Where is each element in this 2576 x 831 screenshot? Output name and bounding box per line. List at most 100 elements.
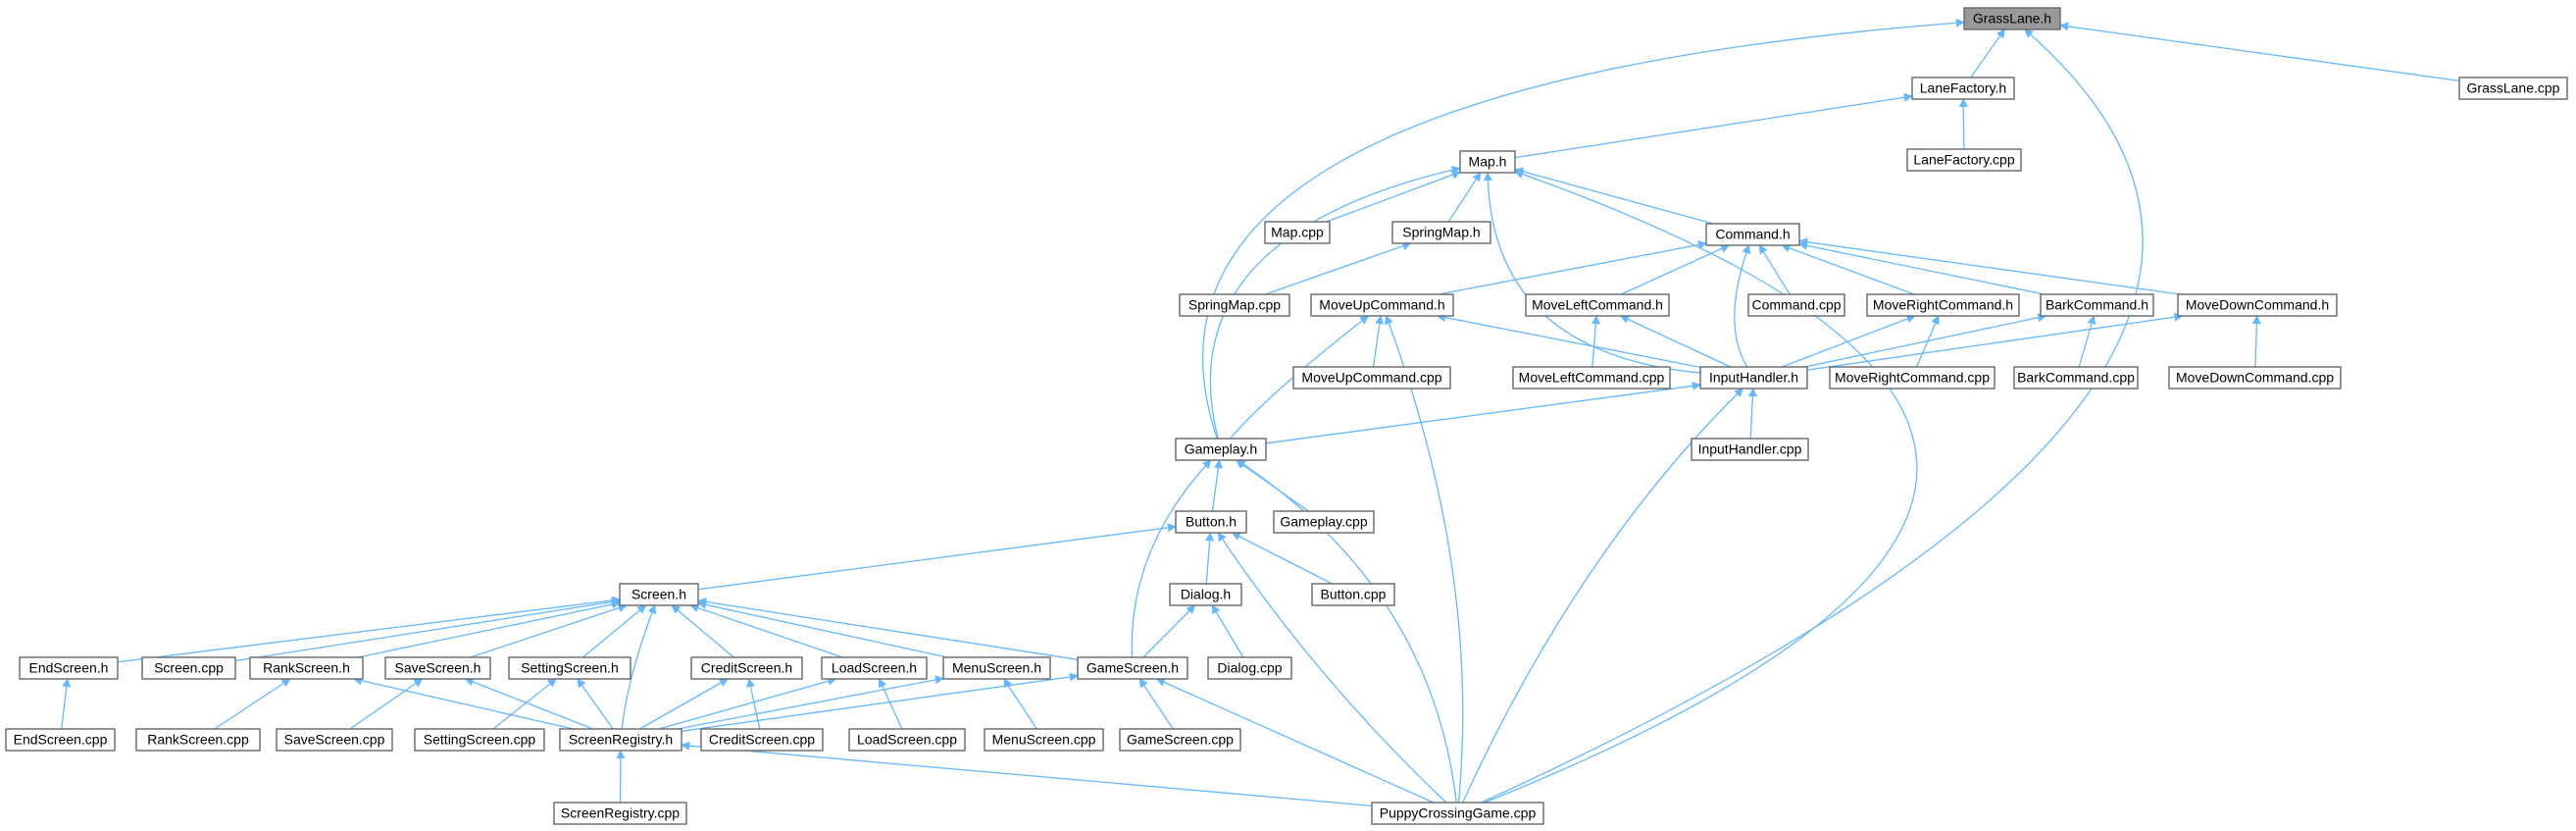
node-gamescreen-h[interactable]: GameScreen.h bbox=[1077, 656, 1188, 680]
node-map-cpp[interactable]: Map.cpp bbox=[1264, 221, 1331, 244]
node-movedowncommand-h[interactable]: MoveDownCommand.h bbox=[2177, 293, 2338, 317]
edge-savescreen_cpp-to-savescreen_h bbox=[349, 678, 424, 730]
node-inputhandler-cpp[interactable]: InputHandler.cpp bbox=[1691, 438, 1809, 461]
node-gameplay-cpp[interactable]: Gameplay.cpp bbox=[1273, 510, 1375, 534]
node-label: Map.h bbox=[1469, 154, 1507, 170]
node-label: LaneFactory.cpp bbox=[1913, 152, 2014, 168]
node-map-h[interactable]: Map.h bbox=[1459, 150, 1516, 174]
edge-gameplay_h-to-inputhandler_h bbox=[1265, 381, 1701, 444]
node-savescreen-h[interactable]: SaveScreen.h bbox=[384, 656, 491, 680]
node-barkcommand-cpp[interactable]: BarkCommand.cpp bbox=[2013, 366, 2139, 390]
node-box bbox=[1169, 583, 1242, 606]
node-dialog-cpp[interactable]: Dialog.cpp bbox=[1207, 656, 1292, 680]
edge-menuscreen_cpp-to-menuscreen_h bbox=[1003, 678, 1037, 730]
node-label: Screen.h bbox=[631, 587, 686, 602]
edge-grasslane_cpp-to-grasslane_h bbox=[2059, 22, 2460, 82]
edge-rankscreen_h-to-screen_h bbox=[358, 599, 621, 658]
node-gameplay-h[interactable]: Gameplay.h bbox=[1175, 438, 1267, 461]
node-creditscreen-cpp[interactable]: CreditScreen.cpp bbox=[700, 728, 824, 752]
node-savescreen-cpp[interactable]: SaveScreen.cpp bbox=[276, 728, 393, 752]
node-box bbox=[619, 583, 699, 606]
node-puppycrossinggame-cpp[interactable]: PuppyCrossingGame.cpp bbox=[1371, 802, 1544, 825]
node-command-cpp[interactable]: Command.cpp bbox=[1747, 293, 1845, 317]
node-box bbox=[1699, 366, 1808, 390]
node-screen-h[interactable]: Screen.h bbox=[619, 583, 699, 606]
node-box bbox=[1829, 366, 1995, 390]
node-box bbox=[1525, 293, 1670, 317]
node-label: EndScreen.cpp bbox=[14, 732, 108, 748]
edge-inputhandler_h-to-moveleftcommand_h bbox=[1619, 315, 1732, 368]
edge-endscreen_cpp-to-endscreen_h bbox=[61, 678, 72, 730]
node-command-h[interactable]: Command.h bbox=[1705, 223, 1800, 246]
node-lanefactory-cpp[interactable]: LaneFactory.cpp bbox=[1906, 148, 2022, 172]
node-moveleftcommand-cpp[interactable]: MoveLeftCommand.cpp bbox=[1512, 366, 1671, 390]
node-label: MenuScreen.cpp bbox=[992, 732, 1096, 748]
edge-screenregistry_h-to-menuscreen_h bbox=[677, 675, 944, 730]
edge-screenregistry_h-to-loadscreen_h bbox=[658, 676, 837, 730]
node-box bbox=[700, 728, 824, 752]
node-label: BarkCommand.cpp bbox=[2017, 370, 2135, 386]
node-label: Button.cpp bbox=[1321, 587, 1387, 602]
node-label: MoveLeftCommand.cpp bbox=[1519, 370, 1665, 386]
node-box bbox=[559, 728, 682, 752]
node-screenregistry-cpp[interactable]: ScreenRegistry.cpp bbox=[553, 802, 687, 825]
node-button-cpp[interactable]: Button.cpp bbox=[1311, 583, 1395, 606]
node-moveupcommand-h[interactable]: MoveUpCommand.h bbox=[1310, 293, 1454, 317]
node-label: Map.cpp bbox=[1271, 225, 1324, 240]
node-box bbox=[2013, 366, 2139, 390]
edge-button_h-to-gameplay_h bbox=[1211, 459, 1223, 512]
node-box bbox=[5, 728, 116, 752]
node-screen-cpp[interactable]: Screen.cpp bbox=[141, 656, 236, 680]
node-grasslane-cpp[interactable]: GrassLane.cpp bbox=[2458, 77, 2568, 100]
node-box bbox=[1207, 656, 1292, 680]
node-label: LoadScreen.cpp bbox=[857, 732, 957, 748]
edge-puppycrossinggame_cpp-to-grasslane_h bbox=[1481, 28, 2144, 804]
node-moverightcommand-cpp[interactable]: MoveRightCommand.cpp bbox=[1829, 366, 1995, 390]
node-button-h[interactable]: Button.h bbox=[1175, 510, 1247, 534]
node-screenregistry-h[interactable]: ScreenRegistry.h bbox=[559, 728, 682, 752]
node-grasslane-h[interactable]: GrassLane.h bbox=[1963, 7, 2061, 30]
node-label: InputHandler.h bbox=[1709, 370, 1798, 386]
node-endscreen-cpp[interactable]: EndScreen.cpp bbox=[5, 728, 116, 752]
node-moveupcommand-cpp[interactable]: MoveUpCommand.cpp bbox=[1292, 366, 1451, 390]
edge-settingscreen_h-to-screen_h bbox=[581, 604, 647, 658]
node-rankscreen-cpp[interactable]: RankScreen.cpp bbox=[135, 728, 261, 752]
node-box bbox=[508, 656, 631, 680]
node-box bbox=[1459, 150, 1516, 174]
edge-loadscreen_cpp-to-loadscreen_h bbox=[878, 678, 903, 730]
edge-menuscreen_h-to-screen_h bbox=[697, 600, 948, 658]
edge-command_h-to-map_h bbox=[1514, 167, 1714, 225]
node-menuscreen-h[interactable]: MenuScreen.h bbox=[942, 656, 1051, 680]
node-barkcommand-h[interactable]: BarkCommand.h bbox=[2040, 293, 2154, 317]
node-endscreen-h[interactable]: EndScreen.h bbox=[19, 656, 119, 680]
node-creditscreen-h[interactable]: CreditScreen.h bbox=[690, 656, 803, 680]
edge-puppycrossinggame_cpp-to-inputhandler_h bbox=[1461, 388, 1743, 804]
node-inputhandler-h[interactable]: InputHandler.h bbox=[1699, 366, 1808, 390]
edge-inputhandler_h-to-movedowncommand_h bbox=[1806, 312, 2184, 371]
edge-screen_h-to-button_h bbox=[697, 523, 1177, 591]
node-rankscreen-h[interactable]: RankScreen.h bbox=[249, 656, 364, 680]
node-label: Gameplay.h bbox=[1185, 441, 1257, 457]
edge-button_cpp-to-button_h bbox=[1231, 532, 1333, 585]
node-springmap-cpp[interactable]: SpringMap.cpp bbox=[1179, 293, 1290, 317]
edge-gamescreen_h-to-screen_h bbox=[697, 597, 1079, 660]
node-movedowncommand-cpp[interactable]: MoveDownCommand.cpp bbox=[2168, 366, 2342, 390]
node-menuscreen-cpp[interactable]: MenuScreen.cpp bbox=[984, 728, 1104, 752]
node-settingscreen-cpp[interactable]: SettingScreen.cpp bbox=[414, 728, 545, 752]
node-lanefactory-h[interactable]: LaneFactory.h bbox=[1911, 77, 2015, 100]
edge-lanefactory_cpp-to-lanefactory_h bbox=[1958, 98, 1968, 150]
node-loadscreen-h[interactable]: LoadScreen.h bbox=[821, 656, 928, 680]
node-dialog-h[interactable]: Dialog.h bbox=[1169, 583, 1242, 606]
edge-endscreen_h-to-screen_h bbox=[117, 596, 621, 663]
node-loadscreen-cpp[interactable]: LoadScreen.cpp bbox=[848, 728, 966, 752]
node-label: RankScreen.h bbox=[263, 660, 350, 676]
edge-inputhandler_h-to-barkcommand_h bbox=[1804, 313, 2047, 368]
edge-settingscreen_cpp-to-settingscreen_h bbox=[492, 678, 557, 730]
node-label: ScreenRegistry.h bbox=[569, 732, 673, 748]
node-gamescreen-cpp[interactable]: GameScreen.cpp bbox=[1119, 728, 1241, 752]
node-settingscreen-h[interactable]: SettingScreen.h bbox=[508, 656, 631, 680]
edge-creditscreen_h-to-screen_h bbox=[671, 604, 734, 658]
node-moverightcommand-h[interactable]: MoveRightCommand.h bbox=[1866, 293, 2020, 317]
node-springmap-h[interactable]: SpringMap.h bbox=[1391, 221, 1491, 244]
node-moveleftcommand-h[interactable]: MoveLeftCommand.h bbox=[1525, 293, 1670, 317]
